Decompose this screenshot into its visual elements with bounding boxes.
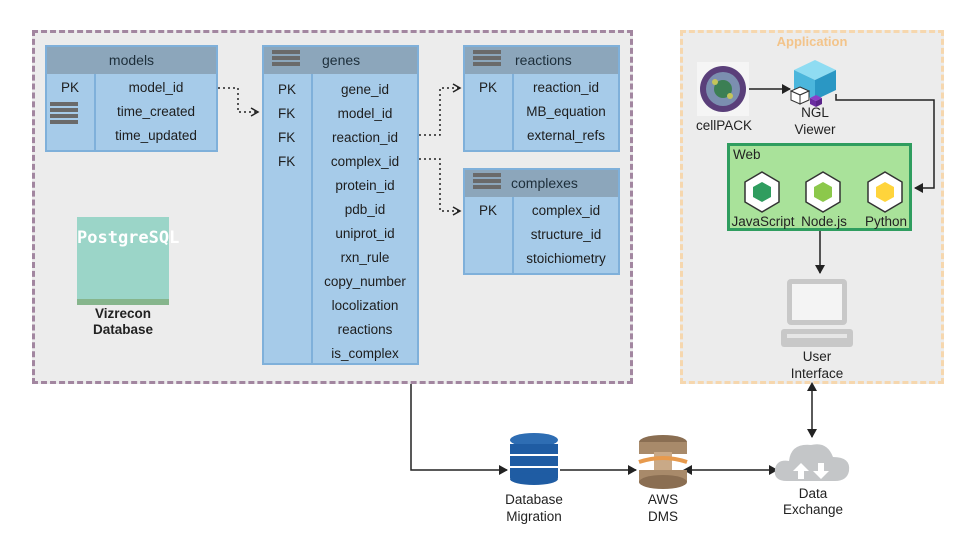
models-field: model_id (128, 80, 184, 95)
dms-line1: AWS (647, 492, 679, 507)
genes-field: rxn_rule (340, 250, 390, 265)
models-table-title: models (108, 52, 155, 68)
database-name-line2: Database (92, 322, 154, 337)
data-exchange-cloud-icon (774, 444, 850, 481)
application-title: Application (776, 34, 848, 49)
complexes-table-title: complexes (511, 175, 578, 191)
web-item-label: JavaScript (731, 214, 795, 229)
models-field: time_created (116, 104, 196, 119)
models-table[interactable]: models PK model_id time_created time_upd… (45, 45, 218, 152)
postgresql-logo-text: PostgreSQL (77, 228, 180, 248)
web-item-label: Python (864, 214, 908, 229)
database-name-line1: Vizrecon (94, 306, 152, 321)
db-to-migration-arrow (410, 384, 508, 475)
database-migration-icon (510, 433, 558, 485)
complexes-field: structure_id (530, 227, 602, 242)
genes-to-complexes-link (419, 158, 462, 216)
table-icon (473, 50, 501, 70)
python-icon (867, 171, 903, 213)
genes-key-column: PK FK FK FK (264, 74, 313, 363)
reactions-key-pk: PK (479, 80, 498, 95)
cellpack-label: cellPACK (695, 118, 753, 133)
complexes-key-column: PK (465, 197, 514, 273)
ngl-viewer-icon (789, 60, 836, 107)
exchange-line2: Exchange (782, 502, 844, 517)
genes-field: uniprot_id (335, 226, 395, 241)
models-key-pk: PK (61, 80, 80, 95)
web-item-label: Node.js (801, 214, 847, 229)
genes-field: reaction_id (331, 130, 399, 145)
javascript-icon (744, 171, 780, 213)
genes-key: FK (278, 130, 296, 145)
ngl-label-line2: Viewer (794, 122, 836, 137)
reactions-field: reaction_id (532, 80, 600, 95)
reactions-key-column: PK (465, 74, 514, 150)
web-label: Web (733, 147, 761, 162)
complexes-key-pk: PK (479, 203, 498, 218)
genes-key: PK (278, 82, 297, 97)
migration-line1: Database (505, 492, 563, 507)
complexes-table-header: complexes (465, 170, 618, 197)
reactions-table[interactable]: reactions PK reaction_id MB_equation ext… (463, 45, 620, 152)
genes-table-header: genes (264, 47, 417, 74)
user-interface-line1: User (802, 349, 832, 364)
reactions-table-title: reactions (515, 52, 572, 68)
models-field: time_updated (115, 128, 197, 143)
genes-field: protein_id (335, 178, 395, 193)
genes-field: is_complex (331, 346, 399, 361)
user-interface-line2: Interface (790, 366, 844, 381)
reactions-field: external_refs (526, 128, 606, 143)
genes-to-reactions-link (419, 83, 462, 136)
aws-dms-icon (638, 435, 688, 489)
genes-field: model_id (337, 106, 393, 121)
genes-field: gene_id (340, 82, 390, 97)
genes-field: reactions (337, 322, 393, 337)
genes-field: locolization (331, 298, 399, 313)
migration-line2: Migration (506, 509, 562, 524)
models-key-column: PK (47, 74, 96, 150)
complexes-field: stoichiometry (526, 251, 606, 266)
laptop-icon (781, 279, 853, 347)
genes-key: FK (278, 106, 296, 121)
postgresql-logo (77, 217, 169, 305)
table-icon (473, 173, 501, 193)
genes-table[interactable]: genes PK FK FK FK gene_id model_id react… (262, 45, 419, 365)
models-to-genes-link (218, 87, 260, 117)
ngl-to-web-arrow (835, 94, 935, 193)
genes-field: copy_number (324, 274, 406, 289)
models-table-header: models (47, 47, 216, 74)
cellpack-image (697, 62, 749, 116)
table-icon (272, 50, 300, 70)
dms-line2: DMS (648, 509, 678, 524)
genes-key: FK (278, 154, 296, 169)
complexes-field: complex_id (531, 203, 601, 218)
ngl-label-line1: NGL (801, 105, 829, 120)
complexes-table[interactable]: complexes PK complex_id structure_id sto… (463, 168, 620, 275)
exchange-line1: Data (798, 486, 828, 501)
reactions-table-header: reactions (465, 47, 618, 74)
genes-field: complex_id (330, 154, 400, 169)
genes-field: pdb_id (344, 202, 386, 217)
genes-table-title: genes (322, 52, 361, 68)
reactions-field: MB_equation (526, 104, 606, 119)
nodejs-icon (805, 171, 841, 213)
table-icon (50, 102, 78, 124)
